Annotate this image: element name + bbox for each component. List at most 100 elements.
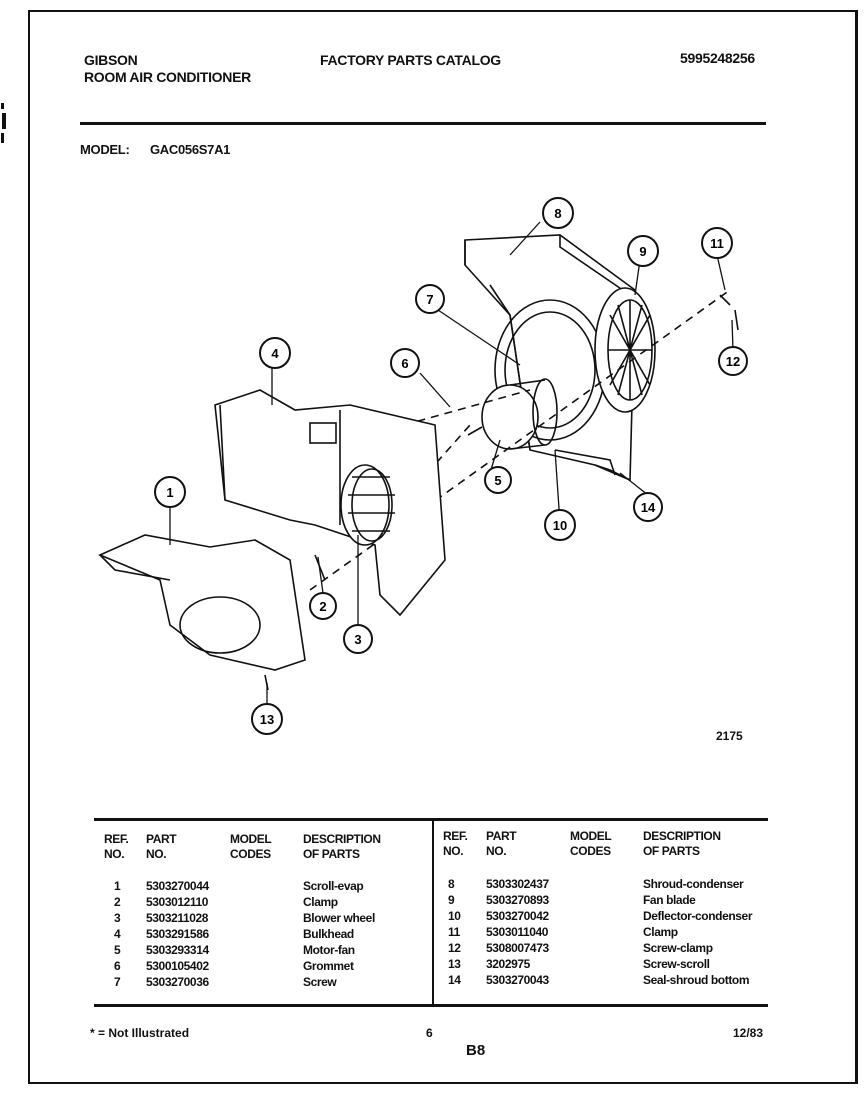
description-cell: Bulkhead — [303, 927, 354, 941]
part-no-cell: 5303211028 — [146, 911, 209, 925]
scan-edge-mark — [1, 103, 6, 143]
callout-12: 12 — [718, 346, 748, 376]
svg-text:4: 4 — [271, 346, 279, 361]
callout-4: 4 — [259, 337, 291, 369]
ref-no-cell: 12 — [448, 941, 461, 955]
svg-text:9: 9 — [639, 244, 646, 259]
header-part-no-right: PART NO. — [486, 829, 517, 858]
ref-no-cell: 9 — [448, 893, 455, 907]
motor-fan — [467, 378, 558, 450]
description-cell: Blower wheel — [303, 911, 375, 925]
svg-text:3: 3 — [354, 632, 361, 647]
brand-name: GIBSON — [84, 52, 138, 68]
callout-9: 9 — [627, 235, 659, 267]
part-no-cell: 5303270036 — [146, 975, 209, 989]
table-top-rule — [94, 818, 768, 821]
product-name: ROOM AIR CONDITIONER — [84, 69, 251, 85]
callout-11: 11 — [701, 227, 733, 259]
svg-text:10: 10 — [553, 518, 567, 533]
part-no-cell: 5300105402 — [146, 959, 209, 973]
header-model-codes-right: MODEL CODES — [570, 829, 612, 858]
part-no-cell: 5303270044 — [146, 879, 209, 893]
svg-text:2: 2 — [319, 599, 326, 614]
ref-no-cell: 8 — [448, 877, 455, 891]
part-no-cell: 3202975 — [486, 957, 530, 971]
header-description-left: DESCRIPTION OF PARTS — [303, 832, 381, 861]
header-part-no-left: PART NO. — [146, 832, 177, 861]
ref-no-cell: 7 — [114, 975, 121, 989]
model-label: MODEL: — [80, 142, 130, 157]
description-cell: Grommet — [303, 959, 354, 973]
catalog-title: FACTORY PARTS CATALOG — [320, 52, 501, 68]
scroll-evap — [97, 534, 306, 671]
callout-1: 1 — [154, 476, 186, 508]
deflector-condenser — [554, 449, 616, 476]
svg-text:13: 13 — [260, 712, 274, 727]
ref-no-cell: 3 — [114, 911, 121, 925]
description-cell: Fan blade — [643, 893, 696, 907]
ref-no-cell: 1 — [114, 879, 121, 893]
ref-no-cell: 6 — [114, 959, 121, 973]
part-no-cell: 5308007473 — [486, 941, 549, 955]
callout-3: 3 — [343, 624, 373, 654]
svg-text:5: 5 — [494, 473, 501, 488]
description-cell: Deflector-condenser — [643, 909, 753, 923]
callout-5: 5 — [484, 466, 512, 494]
callout-2: 2 — [309, 592, 337, 620]
description-cell: Screw-scroll — [643, 957, 710, 971]
callout-6: 6 — [390, 348, 420, 378]
callout-7: 7 — [415, 284, 445, 314]
page-frame — [28, 10, 858, 1084]
revision-date: 12/83 — [733, 1026, 764, 1040]
callout-13: 13 — [251, 703, 283, 735]
part-no-cell: 5303270893 — [486, 893, 549, 907]
description-cell: Motor-fan — [303, 943, 355, 957]
callout-10: 10 — [544, 509, 576, 541]
svg-text:7: 7 — [426, 292, 433, 307]
header-ref-no-left: REF. NO. — [104, 832, 129, 861]
blower-wheel — [340, 464, 395, 546]
page-number: 6 — [426, 1026, 433, 1040]
part-no-cell: 5303012110 — [146, 895, 209, 909]
ref-no-cell: 4 — [114, 927, 121, 941]
part-no-cell: 5303291586 — [146, 927, 209, 941]
table-column-divider — [432, 821, 434, 1006]
figure-number: 2175 — [716, 729, 743, 743]
header-rule — [80, 122, 766, 125]
clamp-11 — [719, 294, 739, 331]
exploded-parts-diagram: 1 2 3 4 5 6 7 8 9 10 11 12 13 14 — [97, 197, 748, 735]
svg-text:6: 6 — [401, 356, 408, 371]
header-model-codes-left: MODEL CODES — [230, 832, 272, 861]
svg-text:12: 12 — [726, 354, 740, 369]
description-cell: Clamp — [643, 925, 678, 939]
description-cell: Seal-shroud bottom — [643, 973, 750, 987]
description-cell: Screw — [303, 975, 337, 989]
callout-14: 14 — [633, 492, 663, 522]
not-illustrated-note: * = Not Illustrated — [90, 1026, 190, 1040]
part-no-cell: 5303270042 — [486, 909, 549, 923]
bulkhead — [214, 389, 446, 617]
ref-no-cell: 10 — [448, 909, 461, 923]
part-no-cell: 5303011040 — [486, 925, 549, 939]
svg-text:1: 1 — [166, 485, 173, 500]
description-cell: Screw-clamp — [643, 941, 713, 955]
svg-text:11: 11 — [710, 236, 724, 251]
ref-no-cell: 2 — [114, 895, 121, 909]
section-code: B8 — [466, 1042, 486, 1059]
header-description-right: DESCRIPTION OF PARTS — [643, 829, 721, 858]
ref-no-cell: 11 — [448, 925, 460, 939]
description-cell: Shroud-condenser — [643, 877, 744, 891]
description-cell: Clamp — [303, 895, 338, 909]
catalog-number: 5995248256 — [680, 50, 755, 66]
header-ref-no-right: REF. NO. — [443, 829, 468, 858]
fan-blade — [594, 287, 656, 413]
model-value: GAC056S7A1 — [150, 142, 231, 157]
callout-8: 8 — [542, 197, 574, 229]
ref-no-cell: 14 — [448, 973, 461, 987]
table-bottom-rule — [94, 1004, 768, 1007]
svg-text:14: 14 — [641, 500, 656, 515]
ref-no-cell: 13 — [448, 957, 461, 971]
part-no-cell: 5303293314 — [146, 943, 209, 957]
svg-text:8: 8 — [554, 206, 561, 221]
ref-no-cell: 5 — [114, 943, 121, 957]
